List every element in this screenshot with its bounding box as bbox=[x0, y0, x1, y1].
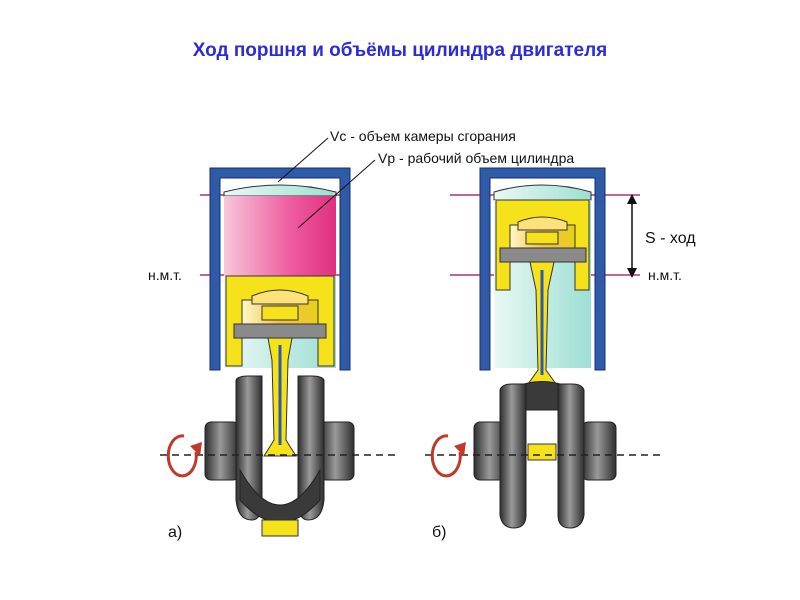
crank-journal-right-b bbox=[582, 422, 616, 480]
crank-pin-a bbox=[262, 520, 298, 536]
label-bdc-right: н.м.т. bbox=[648, 267, 682, 283]
crank-web-right-b bbox=[558, 384, 584, 528]
combustion-chamber-a bbox=[224, 185, 336, 196]
working-volume-a bbox=[224, 196, 336, 276]
rotation-arrow-icon bbox=[168, 436, 202, 476]
crank-journal-left-a bbox=[205, 422, 239, 480]
rotation-arrow-icon bbox=[432, 436, 466, 476]
combustion-chamber-b bbox=[494, 185, 591, 200]
caption-a: а) bbox=[168, 524, 182, 541]
label-bdc-left: н.м.т. bbox=[148, 267, 182, 283]
label-vc: Vc - объем камеры сгорания bbox=[330, 128, 516, 144]
label-stroke: S - ход bbox=[645, 230, 696, 247]
crank-journal-right-a bbox=[320, 422, 354, 480]
caption-b: б) bbox=[432, 524, 447, 541]
crank-web-left-b bbox=[500, 384, 526, 528]
stroke-arrow-icon bbox=[627, 194, 637, 278]
crank-pin-b bbox=[528, 444, 556, 460]
engine-a bbox=[160, 168, 400, 536]
engine-b bbox=[425, 168, 665, 528]
label-vp: Vp - рабочий объем цилиндра bbox=[378, 150, 574, 166]
